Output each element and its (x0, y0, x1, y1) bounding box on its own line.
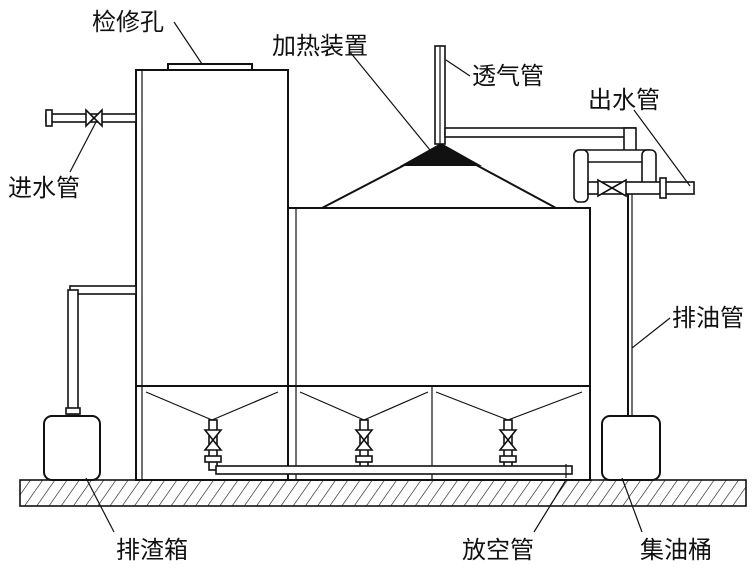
oil-drain-pipe (627, 194, 633, 416)
sludge-pipe (65, 285, 137, 415)
label-inspection-hole: 检修孔 (92, 8, 164, 36)
vent-pipe (434, 45, 446, 145)
bottom-valves (203, 419, 518, 471)
left-tank (135, 69, 289, 481)
oil-bucket (601, 415, 661, 481)
heating-device (400, 143, 482, 166)
label-oil-bucket: 集油桶 (640, 536, 712, 564)
sludge-box (43, 415, 101, 481)
label-inlet-pipe: 进水管 (8, 174, 80, 202)
label-outlet-pipe: 出水管 (588, 86, 660, 114)
outlet-pipe-assembly (573, 149, 695, 203)
inspection-hole-cover (167, 63, 253, 71)
empty-pipe (215, 464, 573, 478)
label-heating-device: 加热装置 (272, 32, 368, 60)
right-tank (287, 207, 591, 481)
label-oil-drain-pipe: 排油管 (672, 304, 744, 332)
leader-lines (69, 21, 691, 533)
ground (19, 479, 747, 507)
label-empty-pipe: 放空管 (462, 536, 534, 564)
label-vent-pipe: 透气管 (472, 62, 544, 90)
label-sludge-box: 排渣箱 (116, 536, 188, 564)
top-connector-pipe (444, 127, 637, 157)
inlet-pipe (45, 108, 137, 128)
